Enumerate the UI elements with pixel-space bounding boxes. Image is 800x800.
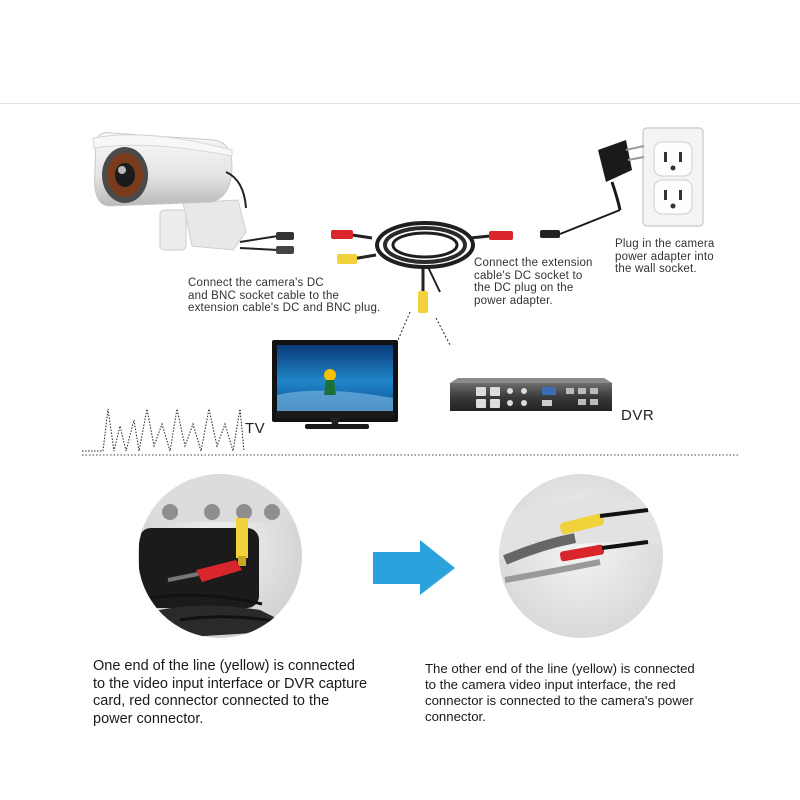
caption-extension-line-2: cable's DC socket to: [474, 269, 583, 282]
caption-camera-line-1: Connect the camera's DC: [188, 277, 324, 289]
step-right-line-1: The other end of the line (yellow) is co…: [425, 661, 695, 676]
dvr-connection-photo: [138, 474, 302, 638]
right-arrow-icon: [373, 540, 455, 595]
caption-wall-line-2: power adapter into: [615, 250, 714, 263]
top-divider: [0, 103, 800, 104]
caption-extension-line-3: the DC plug on the: [474, 282, 574, 294]
step-right-line-3: connector is connected to the camera's p…: [425, 693, 694, 708]
caption-wall-line-3: the wall socket.: [615, 263, 697, 275]
caption-wall-line-1: Plug in the camera: [615, 238, 715, 250]
dvr-icon: [450, 378, 612, 411]
connection-lines: [397, 311, 451, 346]
step-right-line-4: connector.: [425, 709, 486, 724]
step-left-line-1: One end of the line (yellow) is connecte…: [93, 658, 355, 674]
step-left-line-3: card, red connector connected to the: [93, 693, 330, 709]
dvr-label: DVR: [621, 407, 655, 424]
tv-label: TV: [245, 420, 266, 437]
caption-extension-line-4: power adapter.: [474, 294, 553, 307]
caption-extension: Connect the extension cable's DC socket …: [474, 257, 593, 307]
step-right-text: The other end of the line (yellow) is co…: [425, 661, 695, 725]
caption-camera: Connect the camera's DC and BNC socket c…: [188, 277, 380, 315]
caption-wall: Plug in the camera power adapter into th…: [615, 238, 715, 276]
caption-camera-line-3: extension cable's DC and BNC plug.: [188, 302, 381, 314]
bullet-camera-icon: [92, 132, 294, 254]
step-left-text: One end of the line (yellow) is connecte…: [93, 658, 367, 728]
signal-waveform: [82, 408, 245, 452]
tv-icon: [272, 340, 398, 429]
step-left-line-2: to the video input interface or DVR capt…: [93, 675, 368, 692]
caption-extension-line-1: Connect the extension: [474, 257, 593, 269]
power-adapter-icon: [540, 140, 645, 238]
wall-outlet-icon: [642, 127, 704, 227]
step-left-line-4: power connector.: [93, 710, 204, 727]
cable-coil-icon: [331, 221, 513, 313]
caption-camera-line-2: and BNC socket cable to the: [188, 289, 340, 302]
step-right-line-2: to the camera video input interface, the…: [425, 677, 676, 692]
camera-connection-photo: [499, 474, 663, 638]
